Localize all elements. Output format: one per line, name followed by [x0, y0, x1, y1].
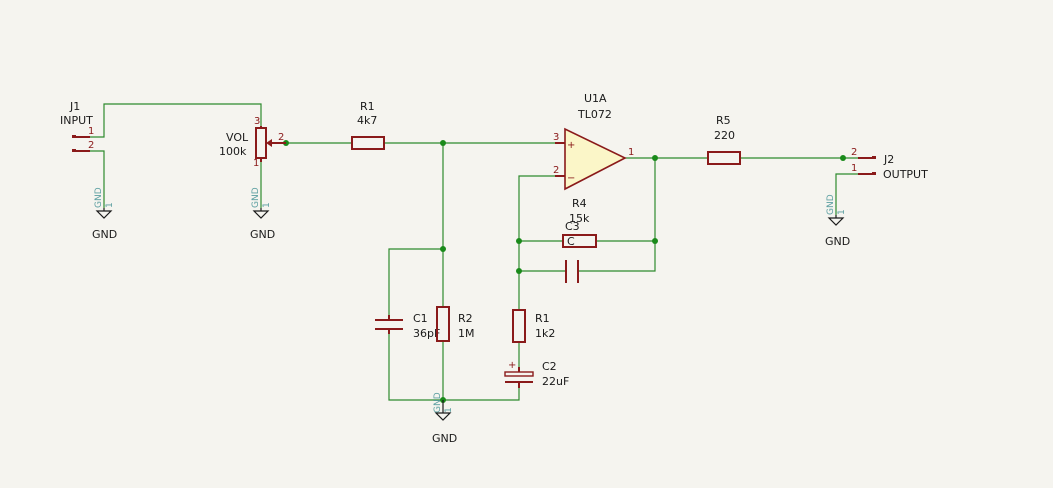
- wire-minus-node: [518, 175, 555, 310]
- j2-pin1-number: 1: [851, 163, 857, 174]
- r1-feedback-body: [512, 309, 526, 343]
- resistor-r5[interactable]: R5 220: [707, 114, 741, 165]
- wire-input-to-pot: [90, 103, 262, 138]
- connector-j1[interactable]: J1 INPUT 1 2: [60, 100, 94, 152]
- wire-c1-top: [388, 248, 443, 315]
- gnd-pin-name: GND: [94, 187, 104, 208]
- opamp-ref: U1A: [584, 92, 607, 105]
- r1-feedback-ref: R1: [535, 312, 550, 325]
- junctions: [283, 140, 846, 403]
- pot-body: [255, 127, 267, 159]
- j2-value: OUTPUT: [883, 168, 928, 181]
- c1-value: 36pF: [413, 327, 440, 340]
- j1-pin2-marker: [72, 149, 76, 152]
- r5-ref: R5: [716, 114, 731, 127]
- j1-ref: J1: [69, 100, 80, 113]
- gnd-icon: [252, 208, 270, 219]
- junction-dot: [516, 238, 522, 244]
- opamp-value: TL072: [577, 108, 612, 121]
- opamp-u1a[interactable]: + − 3 2 1 U1A TL072: [553, 92, 634, 191]
- wire-j2-gnd: [835, 173, 858, 215]
- gnd-symbol-j2[interactable]: GND 1 GND: [825, 194, 850, 248]
- r4-value: 15k: [569, 212, 590, 225]
- r1-input-body: [351, 136, 385, 150]
- j2-pin2-marker: [872, 156, 876, 159]
- junction-dot: [652, 155, 658, 161]
- junction-dot: [440, 246, 446, 252]
- j1-pin1-number: 1: [88, 126, 94, 137]
- gnd-pin-name: GND: [251, 187, 261, 208]
- junction-dot: [440, 140, 446, 146]
- potentiometer-vol[interactable]: VOL 100k 3 2 1: [219, 116, 286, 169]
- r1-input-value: 4k7: [357, 114, 377, 127]
- wires: [90, 103, 858, 401]
- connector-j2[interactable]: J2 OUTPUT 2 1: [851, 147, 928, 181]
- c2-value: 22uF: [542, 375, 569, 388]
- gnd-symbol-main[interactable]: GND 1 GND: [432, 392, 457, 445]
- c2-ref: C2: [542, 360, 557, 373]
- gnd-pin-name: GND: [826, 194, 836, 215]
- j2-ref: J2: [883, 153, 894, 166]
- vol-pin3-number: 3: [254, 116, 260, 127]
- gnd-icon: [434, 400, 452, 421]
- gnd-icon: [827, 215, 845, 226]
- c1-ref: C1: [413, 312, 428, 325]
- c3-ref: C3: [565, 220, 580, 233]
- c2-plate-positive: [504, 371, 534, 377]
- gnd-symbol-pot[interactable]: GND 1 GND: [250, 187, 275, 241]
- vol-pin1-number: 1: [253, 158, 259, 169]
- junction-dot: [516, 268, 522, 274]
- j2-pin2-number: 2: [851, 147, 857, 158]
- resistor-r1-input[interactable]: R1 4k7: [351, 100, 385, 150]
- r1-input-ref: R1: [360, 100, 375, 113]
- opamp-pin3-number: 3: [553, 132, 559, 143]
- c3-value-inside: C: [567, 235, 575, 248]
- j1-pin1-marker: [72, 135, 76, 138]
- r4-ref: R4: [572, 197, 587, 210]
- r2-ref: R2: [458, 312, 473, 325]
- vol-value: 100k: [219, 145, 247, 158]
- opamp-plus-sign: +: [567, 140, 575, 151]
- gnd-label: GND: [825, 235, 850, 248]
- vol-ref: VOL: [226, 131, 249, 144]
- capacitor-c1[interactable]: C1 36pF: [375, 312, 440, 340]
- capacitor-c2[interactable]: + C2 22uF: [504, 360, 569, 388]
- gnd-pin-name: GND: [433, 392, 443, 413]
- wire-j1-gnd: [90, 150, 105, 208]
- gnd-label: GND: [432, 432, 457, 445]
- j2-pin1-marker: [872, 172, 876, 175]
- r4-body: [562, 234, 597, 248]
- opamp-minus-sign: −: [567, 173, 575, 184]
- r5-value: 220: [714, 129, 735, 142]
- r2-body: [436, 306, 450, 342]
- junction-dot: [652, 238, 658, 244]
- pot-wiper-arrow: [266, 139, 272, 147]
- resistor-r4[interactable]: R4 15k C: [562, 197, 597, 248]
- resistor-r1-feedback[interactable]: R1 1k2: [512, 309, 555, 343]
- gnd-pin-number: 1: [837, 209, 847, 215]
- gnd-symbol-j1[interactable]: GND 1 GND: [92, 187, 117, 241]
- gnd-pin-number: 1: [105, 202, 115, 208]
- vol-pin2-number: 2: [278, 132, 284, 143]
- r1-feedback-value: 1k2: [535, 327, 555, 340]
- j1-value: INPUT: [60, 114, 93, 127]
- capacitor-c3[interactable]: C3: [565, 220, 580, 283]
- gnd-label: GND: [92, 228, 117, 241]
- gnd-icon: [95, 208, 113, 219]
- opamp-pin1-number: 1: [628, 147, 634, 158]
- resistor-r2[interactable]: R2 1M: [436, 306, 475, 342]
- wire-c3-right: [578, 158, 656, 272]
- r5-body: [707, 151, 741, 165]
- j1-pin2-number: 2: [88, 140, 94, 151]
- gnd-label: GND: [250, 228, 275, 241]
- c2-polarity-mark: +: [508, 360, 516, 371]
- gnd-pin-number: 1: [262, 202, 272, 208]
- r2-value: 1M: [458, 327, 475, 340]
- junction-dot: [840, 155, 846, 161]
- opamp-triangle: [564, 127, 627, 191]
- gnd-pin-number: 1: [444, 407, 454, 413]
- wire-c1-bottom: [388, 333, 520, 401]
- opamp-pin2-number: 2: [553, 165, 559, 176]
